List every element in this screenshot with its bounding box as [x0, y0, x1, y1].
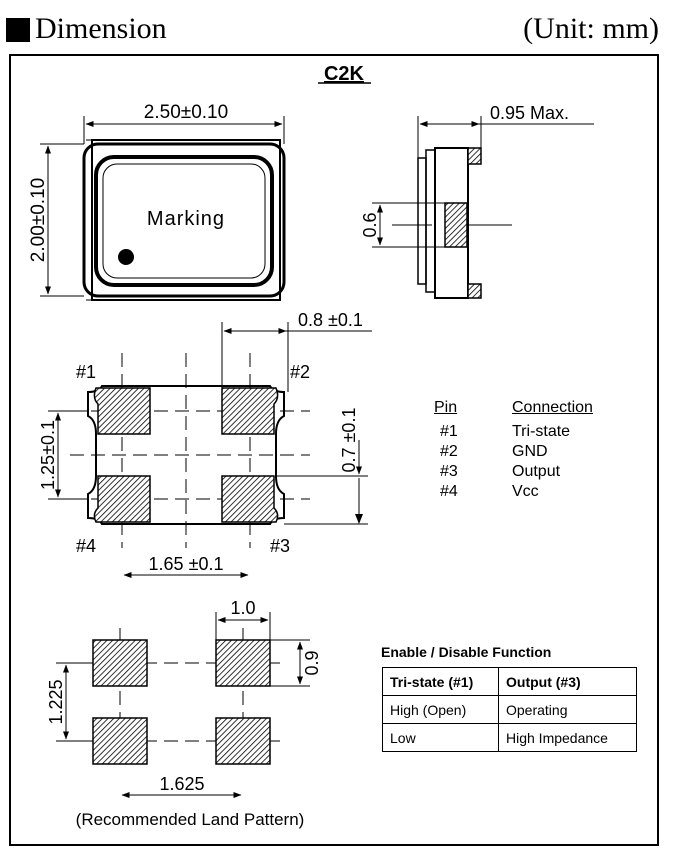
pin-cell: #4	[440, 483, 458, 500]
land-pattern-caption: (Recommended Land Pattern)	[76, 810, 305, 829]
bottom-pad-1	[93, 387, 151, 435]
side-view-seal	[425, 149, 436, 293]
side-view-top-pad	[467, 147, 482, 165]
tri-state-cell: High (Open)	[382, 695, 499, 724]
pin2-label: #2	[290, 362, 310, 382]
output-cell: High Impedance	[498, 723, 637, 752]
enable-disable-title: Enable / Disable Function	[381, 644, 552, 660]
side-view-lid	[417, 157, 427, 285]
connection-cell: GND	[512, 443, 548, 460]
header: Dimension (Unit: mm)	[0, 0, 673, 52]
pin1-dot-marker	[118, 249, 134, 265]
land-pad-top-left	[92, 639, 148, 687]
pin-table-row: #1 Tri-state	[428, 422, 632, 442]
land-width-label: 1.0	[230, 598, 255, 618]
bottom-pitch-y-label: 1.25±0.1	[38, 420, 58, 490]
header-title: Dimension	[35, 12, 167, 45]
side-pad-label: 0.6	[360, 212, 380, 237]
connection-cell: Output	[512, 463, 561, 480]
pin-cell: #1	[440, 423, 458, 440]
side-view-center-pad	[444, 202, 468, 248]
enable-disable-table: Tri-state (#1) Output (#3) High (Open) O…	[382, 667, 637, 752]
pin-header: Pin	[434, 399, 458, 416]
top-height-label: 2.00±0.10	[28, 178, 49, 262]
land-pattern: 1.0 0.9 1.225 1.625 (Recommended Land Pa…	[46, 598, 322, 829]
land-pad-top-right	[215, 639, 271, 687]
connection-header: Connection	[512, 399, 593, 416]
pin1-label: #1	[76, 362, 96, 382]
pin-table-row: #2 GND	[428, 442, 632, 462]
pin3-label: #3	[270, 536, 290, 556]
enable-disable-header-row: Tri-state (#1) Output (#3)	[382, 667, 637, 696]
tri-state-header: Tri-state (#1)	[382, 667, 499, 696]
side-view-bottom-pad	[467, 283, 482, 299]
pin-table-row: #4 Vcc	[428, 482, 632, 502]
pin-connection-table: Pin Connection #1 Tri-state #2 GND #3 Ou…	[428, 398, 632, 502]
bottom-pad-2	[221, 387, 279, 435]
land-pad-bottom-right	[215, 717, 271, 765]
marking-label: Marking	[147, 208, 225, 230]
top-view-outline	[91, 139, 281, 301]
connection-cell: Tri-state	[512, 423, 571, 440]
top-view-body	[82, 142, 286, 298]
bottom-view: #1 #2 #3 #4 0.8 ±0.1 0.7 ±0.1 1.25±0.1 1…	[38, 310, 372, 578]
top-view-lid-inner	[102, 163, 266, 279]
top-width-label: 2.50±0.10	[144, 102, 228, 123]
pin4-label: #4	[76, 536, 96, 556]
land-pitch-x-label: 1.625	[159, 774, 204, 794]
output-header: Output (#3)	[498, 667, 637, 696]
land-height-label: 0.9	[302, 650, 322, 675]
land-pad-bottom-left	[92, 717, 148, 765]
side-max-height-label: 0.95 Max.	[490, 103, 569, 123]
bottom-pad-width-label: 0.8 ±0.1	[298, 310, 363, 330]
header-square-bullet	[6, 18, 30, 42]
side-view-base	[434, 147, 469, 299]
enable-disable-row: Low High Impedance	[382, 723, 637, 752]
land-pitch-y-label: 1.225	[46, 679, 66, 724]
pin-cell: #3	[440, 463, 458, 480]
drawing-frame	[9, 54, 659, 846]
connection-cell: Vcc	[512, 483, 539, 500]
tri-state-cell: Low	[382, 723, 499, 752]
pin-table-header: Pin Connection	[428, 398, 632, 418]
side-view: 0.95 Max. 0.6	[360, 103, 594, 299]
bottom-pad-3	[221, 475, 279, 523]
bottom-pitch-x-label: 1.65 ±0.1	[149, 554, 224, 574]
model-title: C2K	[324, 63, 365, 85]
header-unit: (Unit: mm)	[523, 12, 659, 45]
output-cell: Operating	[498, 695, 637, 724]
enable-disable-row: High (Open) Operating	[382, 695, 637, 724]
bottom-pad-height-label: 0.7 ±0.1	[339, 408, 359, 473]
pin-table-row: #3 Output	[428, 462, 632, 482]
pin-cell: #2	[440, 443, 458, 460]
bottom-view-outline	[87, 385, 285, 525]
top-view: Marking 2.50±0.10 2.00±0.10	[28, 102, 286, 301]
bottom-pad-4	[93, 475, 151, 523]
top-view-lid	[94, 155, 274, 287]
